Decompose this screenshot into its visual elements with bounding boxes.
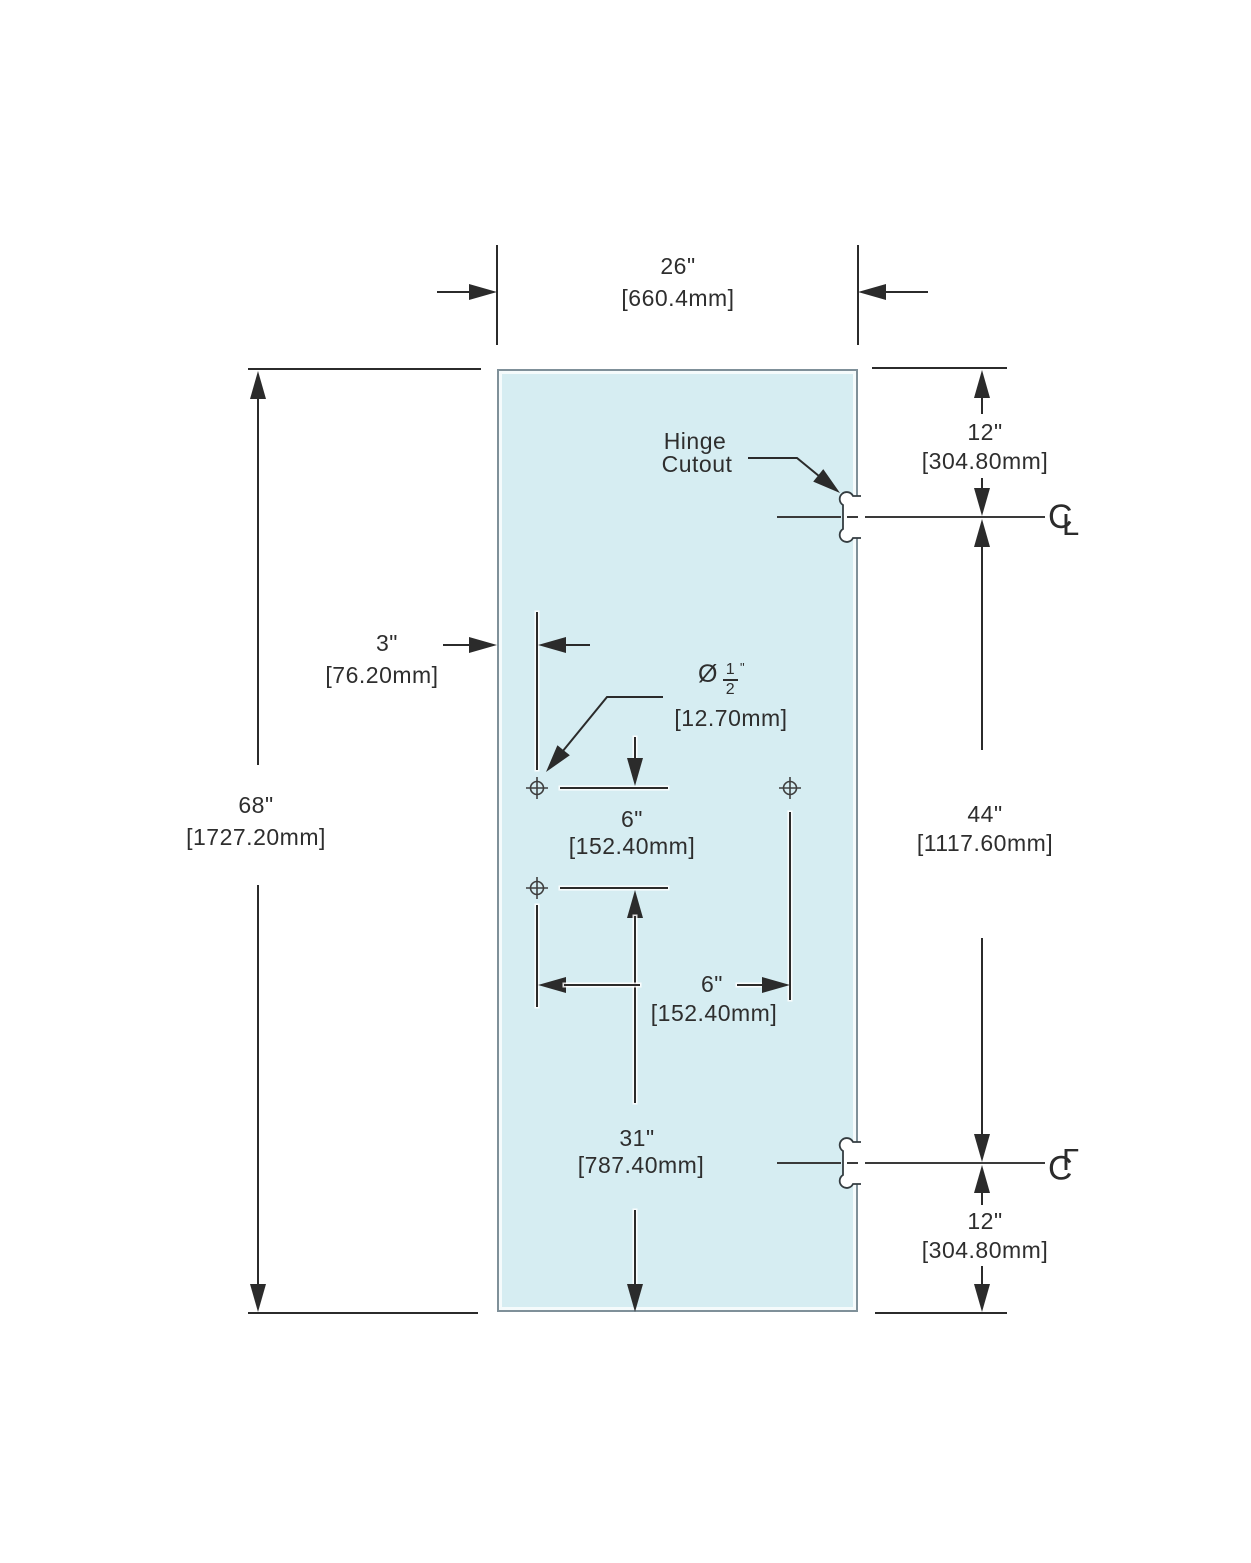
dim-hspace-inches: 6" [701, 971, 723, 997]
dim-width-inches: 26" [660, 253, 696, 279]
fraction-denominator: 2 [725, 681, 736, 698]
ext-line-right-top [872, 367, 1007, 369]
hole-top-left [526, 777, 548, 799]
centerline-symbol-c: C [1048, 498, 1073, 536]
ext-line-right-bottom [875, 1312, 1007, 1314]
centerline-bottom-dash [847, 1162, 858, 1164]
dim-width-mm: [660.4mm] [621, 285, 735, 311]
dim-edge-inches: 3" [376, 630, 398, 656]
dim-bottom-hinge-mm: [304.80mm] [921, 1237, 1049, 1263]
arrowhead-hinge-span-top [974, 519, 990, 547]
arrowhead-width-right [858, 284, 886, 300]
dim-height-mm: [1727.20mm] [186, 824, 326, 850]
arrowhead-bottom-holes-down [627, 1284, 643, 1312]
dim-hspace-mm: [152.40mm] [650, 1000, 778, 1026]
fraction-numerator: 1 [725, 661, 736, 678]
hole-bottom-left [526, 877, 548, 899]
ext-line-width-left [496, 245, 498, 345]
dim-bottom-hinge-inches: 12" [967, 1208, 1003, 1234]
diameter-fraction: 1 2 [722, 661, 738, 698]
dim-line-vspace [634, 737, 636, 761]
arrowhead-bottom-hinge-down [974, 1284, 990, 1312]
centerline-symbol-top: C L [1048, 492, 1092, 546]
ext-line-hole-row-bottom [560, 887, 668, 889]
centerline-top-inner [777, 516, 841, 518]
centerline-top-outer [865, 516, 1045, 518]
hinge-cutout-label-line2: Cutout [661, 451, 733, 477]
hole-diameter-leader-line [548, 696, 663, 769]
centerline-symbol-bottom: C L [1048, 1138, 1092, 1192]
hole-diameter-leader-arrowhead [546, 745, 570, 772]
ext-line-hspace-left [536, 905, 538, 1007]
arrowhead-hinge-span-bottom [974, 1134, 990, 1162]
arrowhead-bottom-holes-up [627, 890, 643, 918]
arrowhead-height-top [250, 371, 266, 399]
dim-line-bottom-holes-lower [634, 1210, 636, 1286]
dim-edge-mm: [76.20mm] [325, 662, 439, 688]
dim-top-hinge-mm: [304.80mm] [921, 448, 1049, 474]
dim-hinge-span-mm: [1117.60mm] [916, 830, 1054, 856]
diameter-symbol: Ø [698, 660, 718, 688]
arrowhead-bottom-hinge-up [974, 1165, 990, 1193]
centerline-bottom-inner [777, 1162, 841, 1164]
dim-line-width-left [437, 291, 477, 293]
dim-line-hinge-span-lower [981, 938, 983, 1136]
arrowhead-height-bottom [250, 1284, 266, 1312]
centerline-bottom-outer [865, 1162, 1045, 1164]
ext-line-hspace-right [789, 812, 791, 1000]
dim-line-top-hinge-lower [981, 478, 983, 492]
dim-bottom-holes-inches: 31" [619, 1125, 655, 1151]
dim-line-edge-left [443, 644, 477, 646]
dim-top-hinge-inches: 12" [967, 419, 1003, 445]
arrowhead-edge-right [538, 637, 566, 653]
dim-line-bottom-hinge-upper [981, 1191, 983, 1205]
centerline-top-dash [847, 516, 858, 518]
dim-vspace-inches: 6" [621, 806, 643, 832]
ext-line-hole-column-left [536, 612, 538, 770]
dim-vspace-mm: [152.40mm] [568, 833, 696, 859]
hole-diameter-label: Ø 1 2 " [698, 660, 746, 698]
arrowhead-vspace-down [627, 758, 643, 786]
fraction-bar [722, 679, 738, 681]
dim-height-inches: 68" [238, 792, 274, 818]
dim-line-height-lower [257, 885, 259, 1285]
dim-line-hspace-right [737, 984, 765, 986]
hole-diameter-mm: [12.70mm] [674, 705, 788, 731]
dim-bottom-holes-mm: [787.40mm] [577, 1152, 705, 1178]
dim-line-hinge-span-upper [981, 545, 983, 750]
arrowhead-hspace-left [538, 977, 566, 993]
dim-hinge-span-inches: 44" [967, 801, 1003, 827]
dim-line-edge-right [564, 644, 590, 646]
ext-line-height-bottom [248, 1312, 478, 1314]
dim-line-hspace-left [564, 984, 640, 986]
dim-line-bottom-holes-upper [634, 916, 636, 1103]
centerline-symbol-l: L [1062, 1142, 1080, 1177]
hole-top-right [779, 777, 801, 799]
ext-line-hole-row-top [560, 787, 668, 789]
arrowhead-edge-left [469, 637, 497, 653]
dim-line-top-hinge-upper [981, 396, 983, 414]
hinge-cutout-leader-arrowhead [813, 469, 840, 493]
centerline-symbol-l: L [1062, 507, 1080, 542]
arrowhead-top-hinge-up [974, 370, 990, 398]
dim-line-height-upper [257, 397, 259, 765]
dim-line-width-right [882, 291, 928, 293]
arrowhead-width-left [469, 284, 497, 300]
hinge-cutout-label-line1: Hinge [663, 428, 727, 454]
dim-line-bottom-hinge-lower [981, 1266, 983, 1286]
inch-mark: " [739, 660, 746, 675]
glass-door-panel [497, 369, 858, 1312]
ext-line-height-top [248, 368, 481, 370]
arrowhead-top-hinge-down [974, 488, 990, 516]
arrowhead-hspace-right [762, 977, 790, 993]
